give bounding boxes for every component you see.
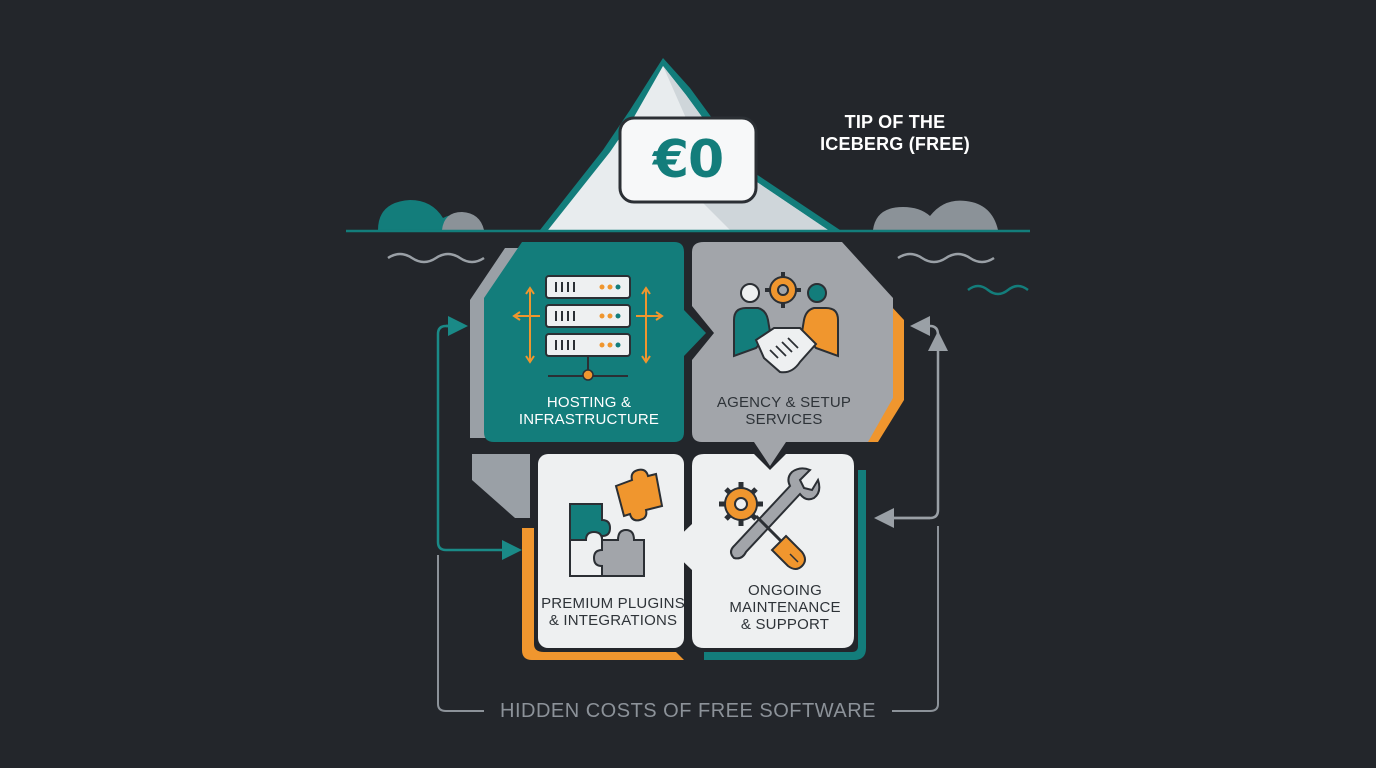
left-loop-arrow bbox=[436, 324, 522, 560]
agency-card-label: AGENCY & SETUP SERVICES bbox=[694, 394, 874, 428]
hosting-label-line-1: HOSTING & bbox=[546, 394, 632, 411]
card-maintenance bbox=[668, 454, 866, 660]
puzzle-pieces-icon bbox=[569, 468, 664, 577]
agency-label-line-1: AGENCY & SETUP bbox=[716, 394, 852, 411]
wave-right-gray bbox=[897, 252, 995, 264]
maintenance-label-line-3: & SUPPORT bbox=[740, 616, 830, 633]
hosting-label-line-2: INFRASTRUCTURE bbox=[518, 411, 660, 428]
bottom-bracket-left bbox=[437, 555, 484, 712]
wave-left bbox=[387, 252, 485, 264]
hosting-card-label: HOSTING & INFRASTRUCTURE bbox=[494, 394, 684, 428]
tip-of-iceberg-label: TIP OF THE ICEBERG (FREE) bbox=[805, 111, 985, 155]
maintenance-card-label: ONGOING MAINTENANCE & SUPPORT bbox=[700, 582, 870, 633]
tip-label-line-1: TIP OF THE bbox=[844, 112, 946, 132]
plugins-label-line-1: PREMIUM PLUGINS bbox=[541, 595, 685, 612]
gear-wrench-icon bbox=[719, 467, 821, 570]
maintenance-label-line-2: MAINTENANCE bbox=[729, 599, 841, 616]
price-label: €0 bbox=[652, 130, 724, 190]
handshake-team-icon bbox=[733, 272, 839, 374]
wave-right-teal bbox=[967, 284, 1029, 296]
server-rack-icon bbox=[512, 275, 664, 381]
price-badge bbox=[618, 116, 758, 204]
left-gray-slab-bottom bbox=[472, 454, 530, 518]
plugins-card-label: PREMIUM PLUGINS & INTEGRATIONS bbox=[538, 595, 688, 629]
cloud-left bbox=[378, 200, 484, 230]
left-gray-slab-top bbox=[470, 248, 520, 438]
bottom-bracket-right bbox=[892, 526, 939, 712]
right-loop-arrow-top bbox=[910, 316, 940, 336]
hidden-costs-title: HIDDEN COSTS OF FREE SOFTWARE bbox=[500, 700, 876, 722]
right-loop-arrow bbox=[880, 331, 948, 520]
agency-label-line-2: SERVICES bbox=[745, 411, 823, 428]
maintenance-label-line-1: ONGOING bbox=[748, 582, 822, 599]
tip-label-line-2: ICEBERG (FREE) bbox=[820, 134, 970, 154]
cloud-right bbox=[873, 200, 998, 230]
plugins-label-line-2: & INTEGRATIONS bbox=[548, 612, 678, 629]
